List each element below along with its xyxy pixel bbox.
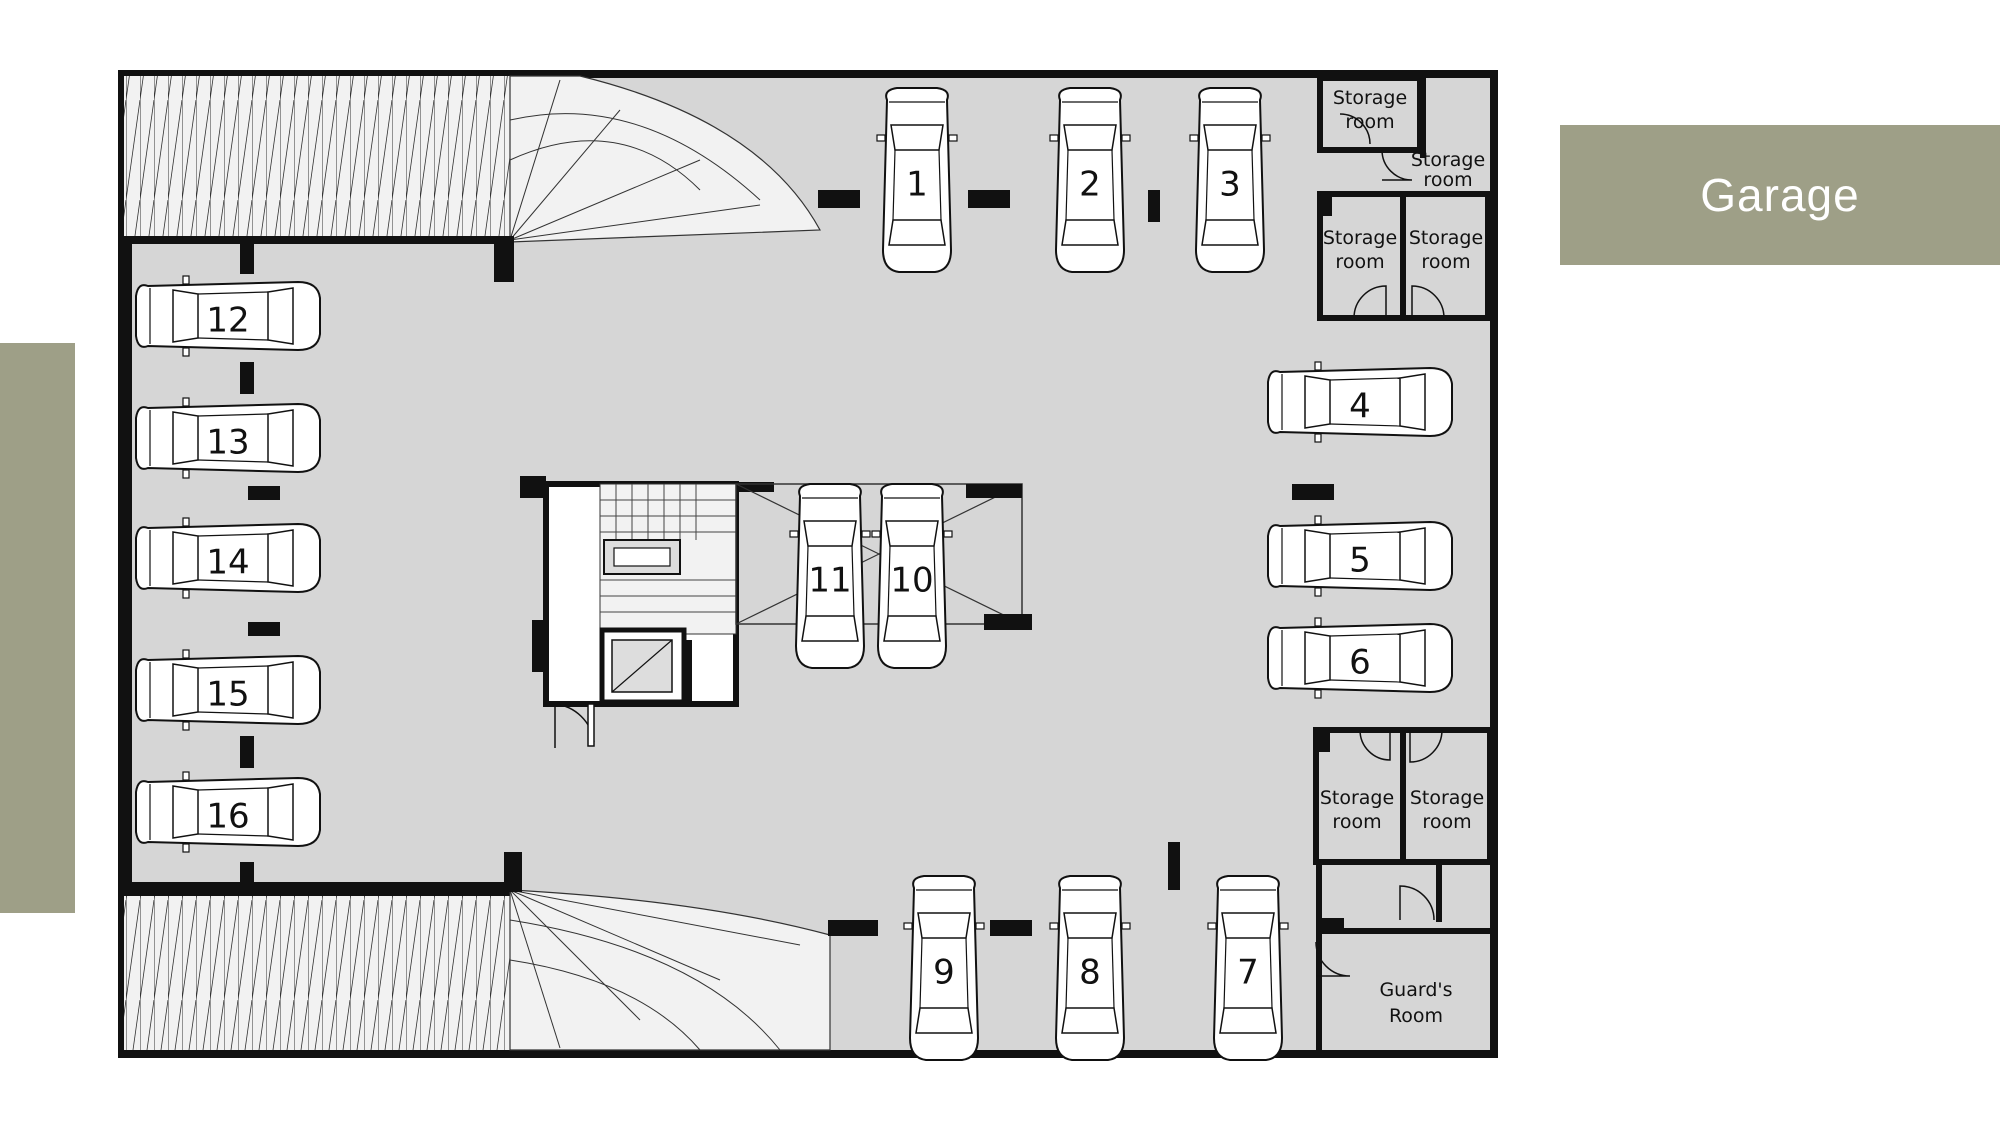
storage-room-label-5-line1: Storage [1320, 787, 1394, 809]
parking-spot-7: 7 [1207, 875, 1289, 1061]
parking-spot-13: 13 [136, 398, 320, 478]
parking-spot-12: 12 [136, 276, 320, 356]
parking-spot-number: 15 [206, 675, 249, 715]
parking-spot-number: 14 [206, 543, 249, 583]
bottom-ramp [118, 852, 831, 1058]
storage-room-label-6-line2: room [1422, 811, 1471, 833]
storage-room-label-3-line1: Storage [1323, 227, 1397, 249]
storage-room-label-3-line2: room [1335, 251, 1384, 273]
storage-rooms-bottom: Storage room Storage room Guard's Room [1313, 727, 1493, 1050]
storage-room-label-4-line2: room [1421, 251, 1470, 273]
parking-spot-11: 11 [789, 483, 871, 669]
parking-spot-5: 5 [1268, 516, 1452, 596]
garage-title-banner: Garage [1560, 125, 2000, 265]
parking-spot-number: 7 [1237, 953, 1259, 993]
parking-spot-number: 6 [1349, 643, 1371, 683]
storage-room-label-1-line2: room [1345, 111, 1394, 133]
storage-room-label-1-line1: Storage [1333, 87, 1407, 109]
parking-spot-6: 6 [1268, 618, 1452, 698]
top-ramp [118, 70, 821, 282]
parking-spot-number: 3 [1219, 165, 1241, 205]
parking-spot-9: 9 [903, 875, 985, 1061]
parking-spot-number: 8 [1079, 953, 1101, 993]
parking-spot-16: 16 [136, 772, 320, 852]
storage-room-label-5-line2: room [1332, 811, 1381, 833]
parking-spot-number: 9 [933, 953, 955, 993]
parking-spot-3: 3 [1189, 87, 1271, 273]
stair-core [520, 476, 774, 748]
parking-spot-number: 13 [206, 423, 249, 463]
guard-room-label-line1: Guard's [1379, 979, 1452, 1001]
parking-spot-4: 4 [1268, 362, 1452, 442]
storage-room-label-4-line1: Storage [1409, 227, 1483, 249]
parking-spot-number: 5 [1349, 541, 1371, 581]
page-title: Garage [1700, 169, 1860, 221]
parking-spot-15: 15 [136, 650, 320, 730]
parking-spot-1: 1 [876, 87, 958, 273]
storage-rooms-top: Storage room Storage room Storage room S… [1317, 75, 1491, 321]
car-lift-platform [735, 483, 1032, 630]
parking-spot-number: 10 [890, 561, 933, 601]
side-accent-tab [0, 343, 75, 913]
storage-room-label-2-line1: Storage [1411, 149, 1485, 171]
parking-spot-2: 2 [1049, 87, 1131, 273]
parking-spot-10: 10 [871, 483, 953, 669]
storage-room-label-2-line2: room [1423, 169, 1472, 191]
storage-room-label-6-line1: Storage [1410, 787, 1484, 809]
parking-spot-14: 14 [136, 518, 320, 598]
parking-spot-8: 8 [1049, 875, 1131, 1061]
parking-spot-number: 2 [1079, 165, 1101, 205]
parking-spot-number: 4 [1349, 387, 1371, 427]
parking-spot-number: 11 [808, 561, 851, 601]
pillars [240, 190, 1334, 936]
parking-spot-number: 16 [206, 797, 249, 837]
parking-spot-number: 1 [906, 165, 928, 205]
guard-room-label-line2: Room [1389, 1005, 1443, 1027]
parking-spot-number: 12 [206, 301, 249, 341]
